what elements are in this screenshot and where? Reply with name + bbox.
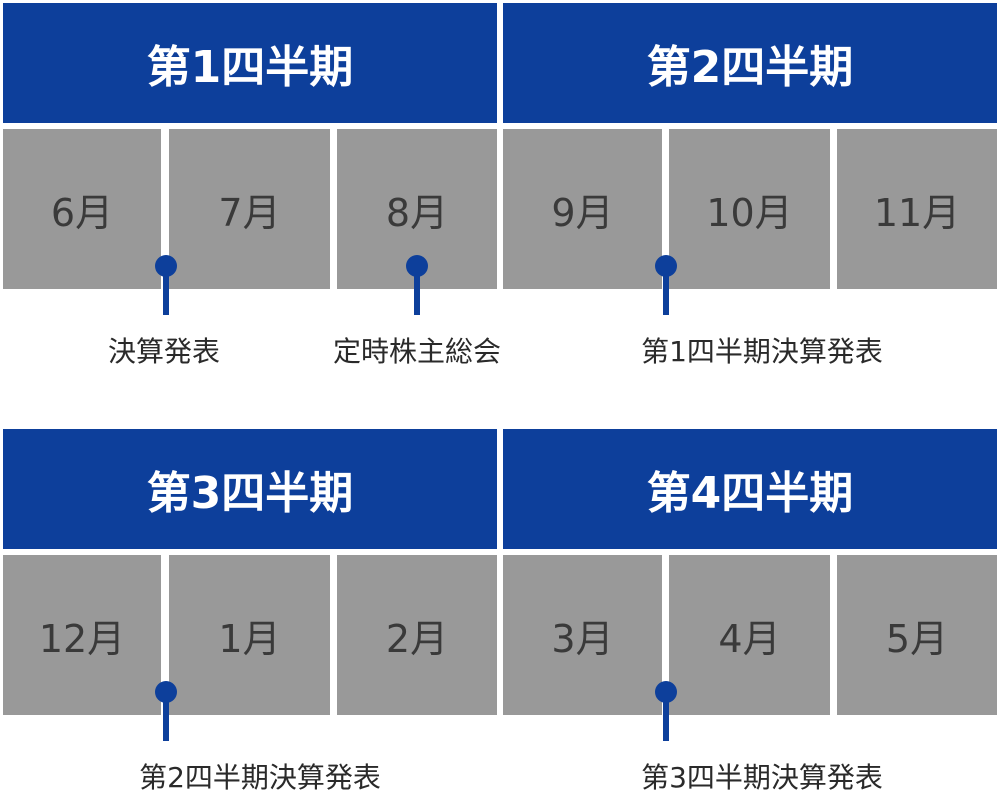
event-marker-shareholders-meeting [397,255,437,325]
quarter-2-header: 第2四半期 [503,3,997,123]
marker-stem [414,265,420,315]
marker-stem [163,265,169,315]
event-marker-q1-earnings [646,255,686,325]
marker-stem [163,691,169,741]
month-cell-oct: 10月 [669,129,830,289]
month-cell-jun: 6月 [3,129,161,289]
month-cell-jul: 7月 [169,129,330,289]
event-marker-q3-earnings [646,681,686,751]
month-cell-dec: 12月 [3,555,161,715]
marker-stem [663,691,669,741]
month-cell-sep: 9月 [503,129,662,289]
event-label-q2-earnings: 第2四半期決算発表 [139,761,381,794]
quarter-4-header: 第4四半期 [503,429,997,549]
month-cell-may: 5月 [837,555,997,715]
quarter-1-header: 第1四半期 [3,3,497,123]
event-marker-q2-earnings [146,681,186,751]
month-cell-mar: 3月 [503,555,662,715]
quarter-3-header: 第3四半期 [3,429,497,549]
month-cell-apr: 4月 [669,555,830,715]
month-cell-nov: 11月 [837,129,997,289]
month-cell-feb: 2月 [337,555,497,715]
marker-stem [663,265,669,315]
event-marker-earnings [146,255,186,325]
month-cell-jan: 1月 [169,555,330,715]
event-label-earnings: 決算発表 [107,335,220,368]
event-label-shareholders-meeting: 定時株主総会 [332,335,501,368]
event-label-q1-earnings: 第1四半期決算発表 [641,335,883,368]
event-label-q3-earnings: 第3四半期決算発表 [641,761,883,794]
